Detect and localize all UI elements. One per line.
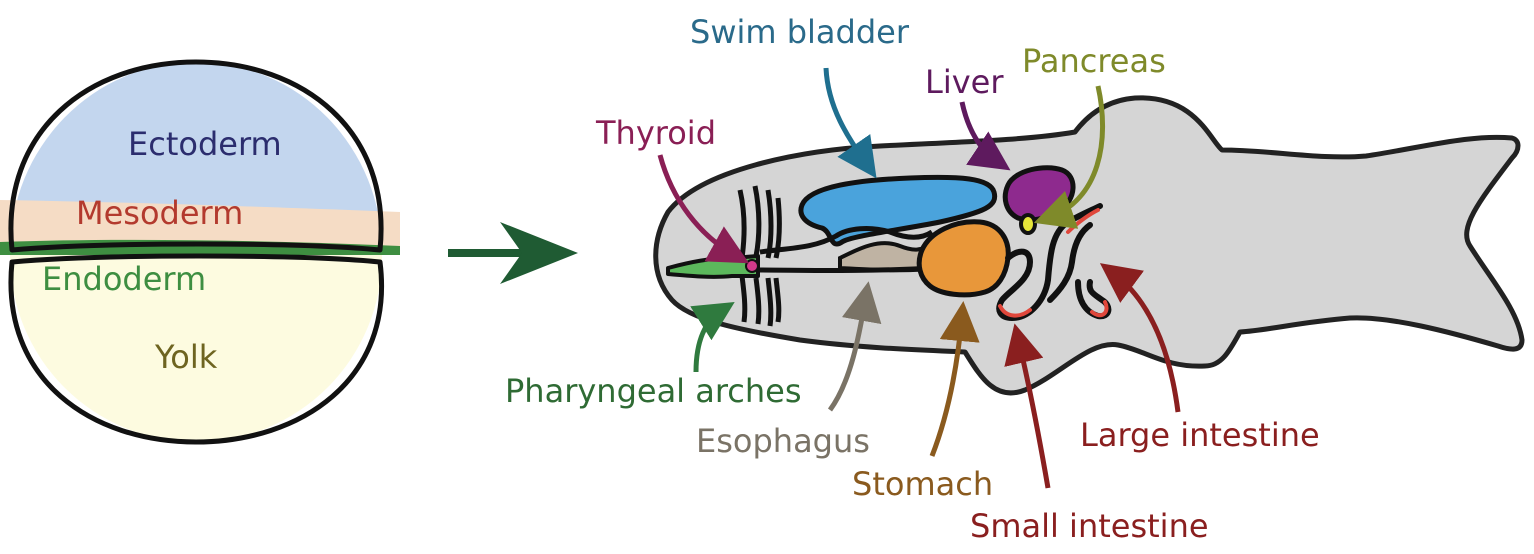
arrow-liver	[959, 101, 1011, 171]
arrow-thyroid	[657, 154, 750, 264]
arrow-pharyngeal	[690, 302, 735, 373]
arrow-small-intestine	[1004, 323, 1051, 489]
esophagus-label: Esophagus	[696, 422, 870, 460]
arrow-stomach	[929, 301, 980, 457]
arrow-swim-bladder	[823, 67, 877, 179]
gut-tube-upper	[759, 226, 934, 255]
arrow-large-intestine	[1099, 263, 1181, 413]
arrow-esophagus	[827, 281, 882, 412]
large-intestine-label: Large intestine	[1080, 416, 1320, 454]
swim-bladder	[798, 174, 998, 247]
yolk-label: Yolk	[154, 338, 218, 376]
label-arrows	[657, 67, 1181, 489]
pancreas	[1019, 213, 1037, 235]
arrow-pancreas	[1033, 85, 1105, 229]
intestine-red	[998, 208, 1109, 318]
thyroid	[745, 259, 759, 273]
pancreas-label: Pancreas	[1022, 42, 1166, 80]
liver-label: Liver	[925, 63, 1004, 101]
thyroid-label: Thyroid	[595, 114, 716, 152]
development-arrow	[448, 222, 578, 284]
gut-tube-lower	[759, 265, 936, 273]
mesoderm-label: Mesoderm	[76, 194, 243, 232]
stomach-label: Stomach	[852, 465, 993, 503]
embryo-top-outline	[8, 59, 384, 253]
pharyngeal-arches-label: Pharyngeal arches	[505, 372, 802, 410]
endoderm-label: Endoderm	[42, 260, 206, 298]
yolk-cell	[10, 255, 382, 442]
ectoderm-label: Ectoderm	[128, 125, 282, 163]
swim-bladder-label: Swim bladder	[690, 13, 910, 51]
stomach	[916, 219, 1011, 298]
embryo-bottom-outline	[8, 253, 384, 445]
fish-body	[653, 95, 1525, 396]
small-intestine-label: Small intestine	[970, 507, 1209, 545]
fish-labels: Swim bladder Liver Pancreas Thyroid Phar…	[505, 13, 1320, 545]
fish-diagram	[653, 95, 1525, 396]
embryo-diagram: Ectoderm Mesoderm Endoderm Yolk	[0, 59, 400, 445]
